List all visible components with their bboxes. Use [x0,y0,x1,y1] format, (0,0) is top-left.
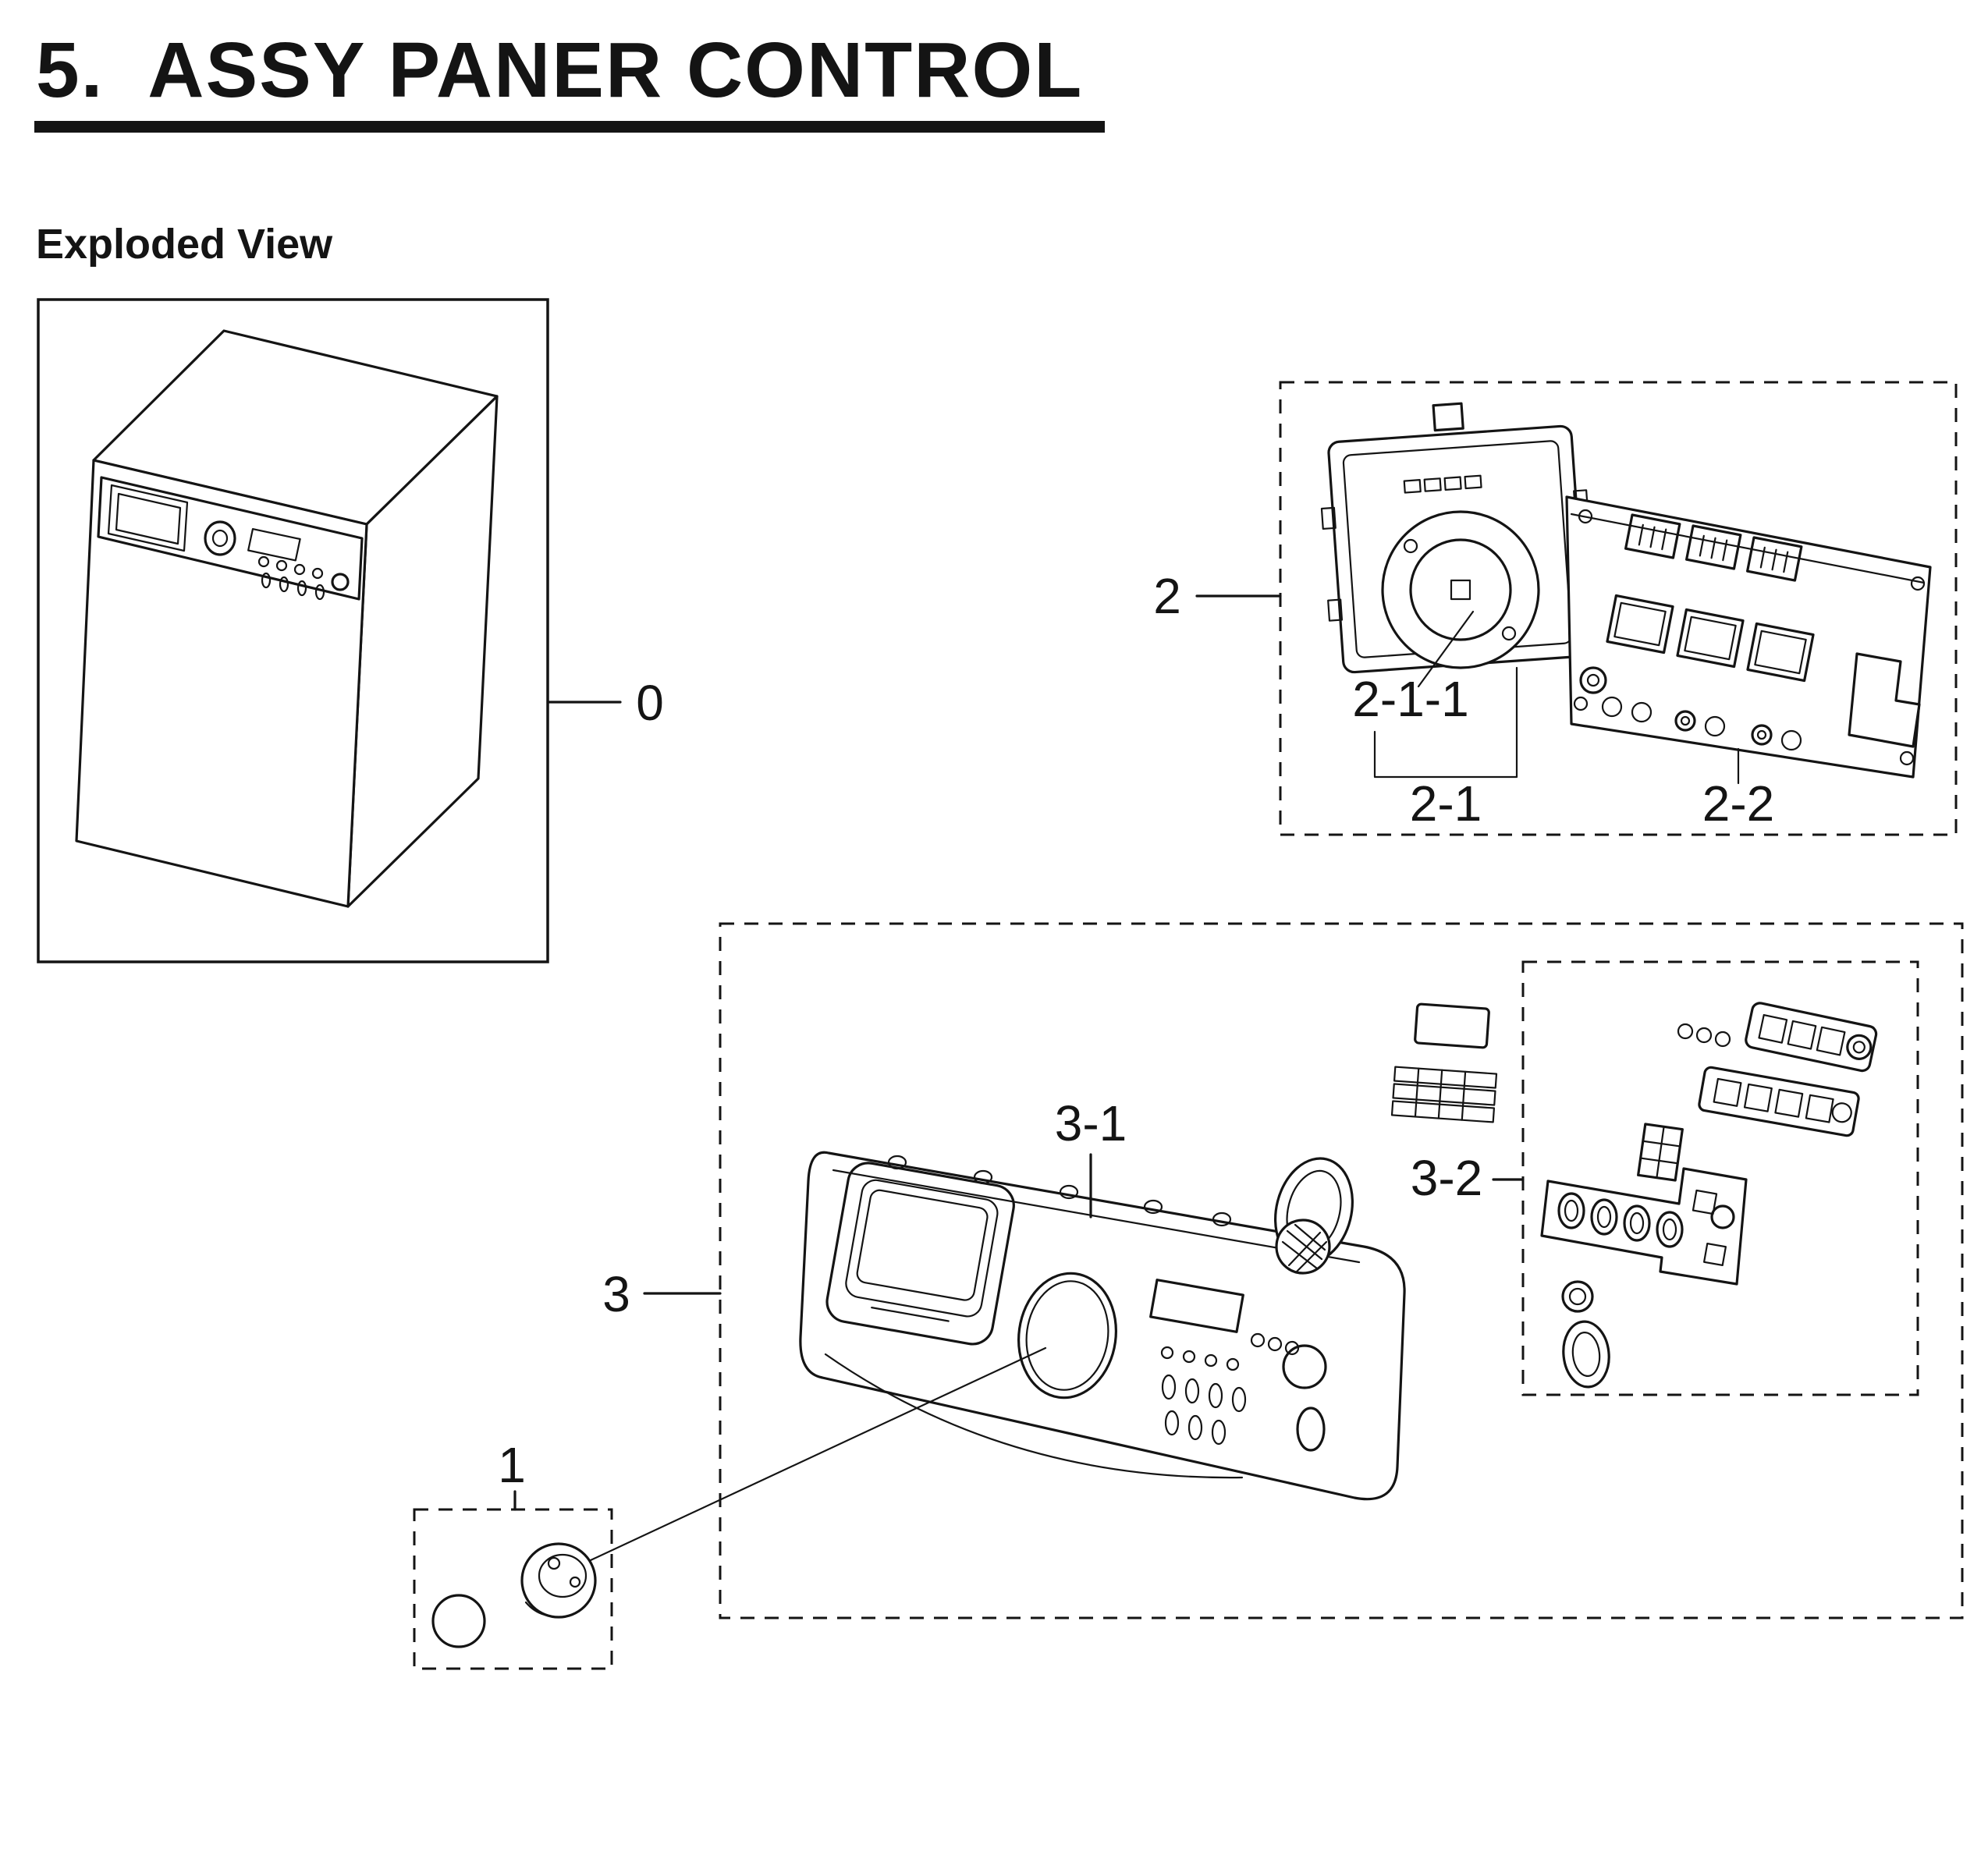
washer-control-panel-figure [97,476,364,601]
part-2-label: 2 [1153,568,1181,624]
part-3-1-label: 3-1 [1055,1095,1127,1151]
page-header: 5. ASSY PANER CONTROL [34,30,1106,133]
part-2-2-label: 2-2 [1702,775,1775,832]
button-cap-figure [431,1594,486,1648]
part-2-1-1-leader-line [1417,610,1475,688]
washer-front-face [75,459,368,908]
page-title: 5. ASSY PANER CONTROL [34,30,1106,133]
part-2-boundary [1279,381,1958,836]
timer-dial-figure [1381,510,1540,669]
part-2-1-label: 2-1 [1410,775,1482,832]
drawer-opening-figure [825,1162,1015,1346]
section-subtitle: Exploded View [36,221,333,268]
part-1-section: 1 [413,1346,1047,1670]
part-0-label: 0 [636,675,664,731]
control-panel-figure [799,1151,1406,1501]
part-0-section: 0 [37,298,664,963]
ring-part-figure [1274,1157,1354,1275]
ring-knob-hatch [1281,1223,1328,1273]
part-2-1-1-label: 2-1-1 [1352,671,1468,727]
part-2-1-bracket [1373,666,1518,779]
part-1-label: 1 [498,1437,526,1493]
knob-figure [520,1542,597,1619]
knob-to-panel-line [589,1346,1047,1562]
comb-part-figure [1390,1066,1498,1123]
display-window-figure [1149,1279,1244,1333]
part-3-2-label: 3-2 [1411,1150,1483,1206]
sub-pcb-figures [1540,1002,1878,1389]
section-header: Exploded View [36,220,332,268]
part-0-frame [37,298,549,963]
part-1-boundary [413,1508,613,1670]
part-3-label: 3 [602,1266,630,1322]
timer-assembly-figure [1320,402,1589,674]
main-pcb-figure [1565,495,1932,779]
dial-opening-figure [1017,1272,1117,1400]
washer-figure [75,329,499,908]
part-3-section: 3 3-2 [602,922,1964,1619]
sub-board-figure [1540,1167,1748,1286]
connector-part-figure [1414,1002,1490,1049]
part-2-section: 2 [1153,381,1958,836]
